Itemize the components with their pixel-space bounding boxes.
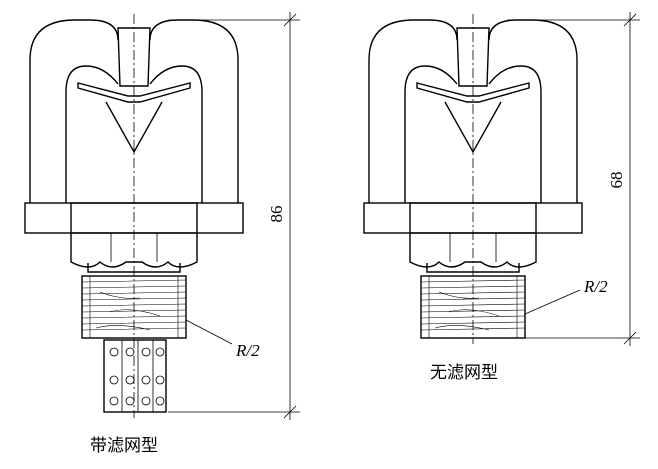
right-bulb (444, 101, 502, 154)
right-deflector-stem (456, 27, 490, 87)
right-thread-label: R/2 (583, 277, 608, 296)
left-thread-leader (185, 319, 233, 345)
right-dim-value: 68 (607, 172, 626, 189)
left-deflector (77, 82, 191, 103)
left-caption: 带滤网型 (90, 436, 158, 456)
left-filter-holes (109, 340, 165, 412)
right-deflector (416, 82, 530, 103)
right-sprinkler-head: 68 R/2 (363, 12, 640, 346)
left-dim-value: 86 (267, 206, 286, 223)
right-frame-inner (404, 65, 542, 203)
left-bulb (105, 101, 163, 154)
left-sprinkler-head: 86 R/2 (24, 12, 300, 420)
left-thread-label: R/2 (235, 341, 260, 360)
left-deflector-stem (117, 27, 151, 87)
right-caption: 无滤网型 (430, 363, 498, 383)
left-frame-inner (65, 65, 203, 203)
right-thread-leader (524, 289, 581, 315)
left-filter-screen (103, 339, 167, 413)
